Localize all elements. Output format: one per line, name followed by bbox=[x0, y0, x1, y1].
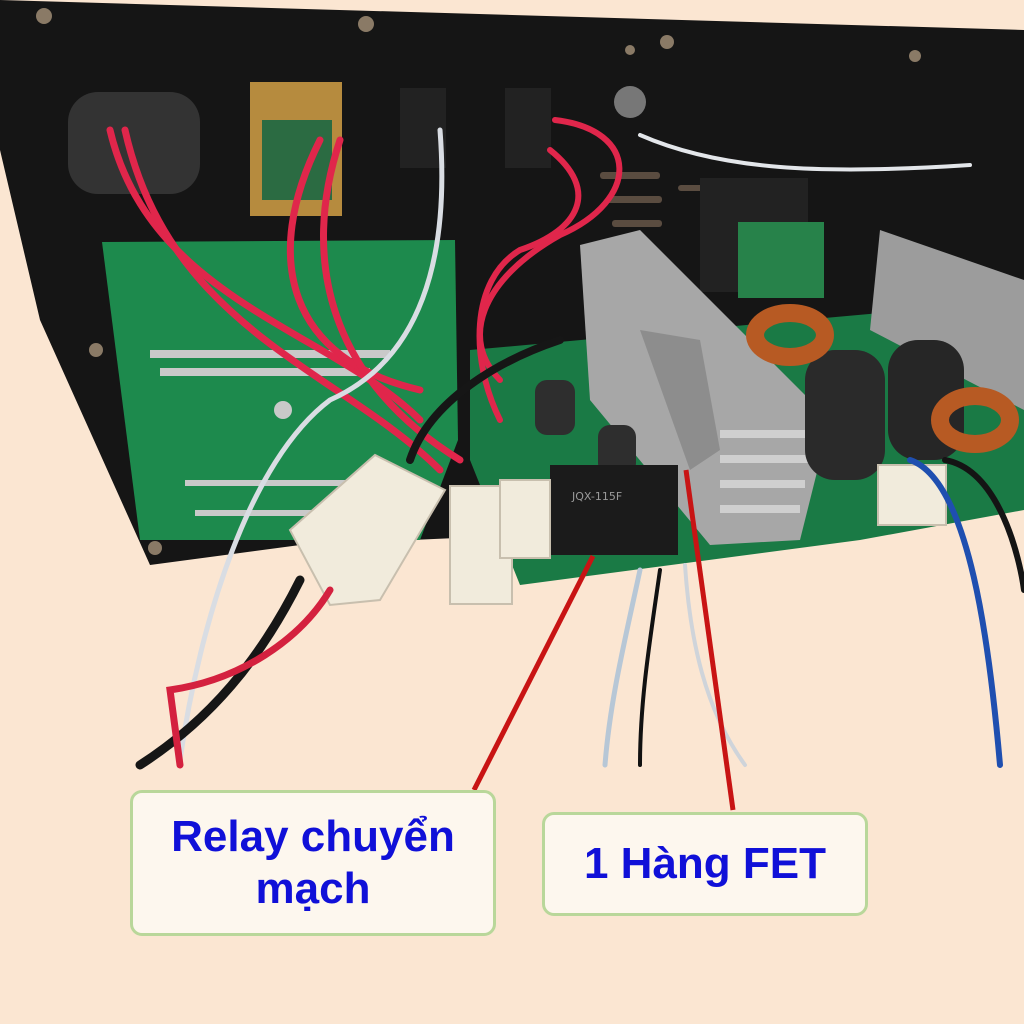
relay-marking: JQX-115F bbox=[571, 490, 622, 503]
wire-connectors bbox=[288, 453, 947, 607]
fet-arrow bbox=[683, 469, 736, 811]
relay-label-line2: mạch bbox=[255, 864, 371, 913]
wires bbox=[106, 117, 1024, 770]
relay-switch-label: Relay chuyển mạch bbox=[130, 790, 496, 936]
potentiometer bbox=[250, 82, 342, 216]
fet-row-label: 1 Hàng FET bbox=[542, 812, 868, 916]
speaker-jack bbox=[68, 92, 200, 194]
fet-heatsink bbox=[580, 230, 830, 545]
input-jack-1 bbox=[400, 88, 446, 168]
toroid-coils bbox=[746, 304, 1019, 453]
relay-label-line1: Relay chuyển bbox=[171, 812, 455, 861]
relay: JQX-115F bbox=[550, 465, 678, 555]
xlr-socket bbox=[700, 178, 824, 298]
capacitors bbox=[535, 340, 964, 480]
input-jack-2 bbox=[505, 88, 551, 168]
relay-arrow bbox=[471, 554, 596, 792]
screw-holes bbox=[36, 8, 921, 555]
vent-slots bbox=[600, 172, 718, 227]
fet-label-text: 1 Hàng FET bbox=[583, 839, 827, 888]
right-heatsink bbox=[870, 230, 1024, 410]
pcb-pads bbox=[150, 350, 390, 516]
toggle-switch bbox=[614, 86, 646, 118]
